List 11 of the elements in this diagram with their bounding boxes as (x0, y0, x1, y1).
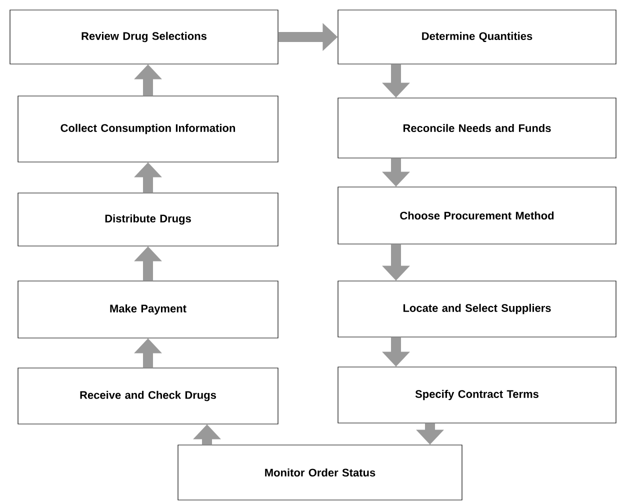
process-box: Make Payment (18, 280, 278, 338)
process-box: Receive and Check Drugs (18, 368, 278, 424)
process-box: Specify Contract Terms (338, 366, 616, 424)
process-box: Distribute Drugs (18, 192, 278, 246)
process-box: Collect Consumption Information (18, 96, 278, 162)
process-box: Locate and Select Suppliers (338, 280, 616, 338)
process-box: Determine Quantities (338, 10, 616, 64)
process-box: Review Drug Selections (10, 10, 278, 64)
process-box: Monitor Order Status (178, 444, 462, 500)
process-box: Choose Procurement Method (338, 186, 616, 244)
process-box: Reconcile Needs and Funds (338, 98, 616, 158)
